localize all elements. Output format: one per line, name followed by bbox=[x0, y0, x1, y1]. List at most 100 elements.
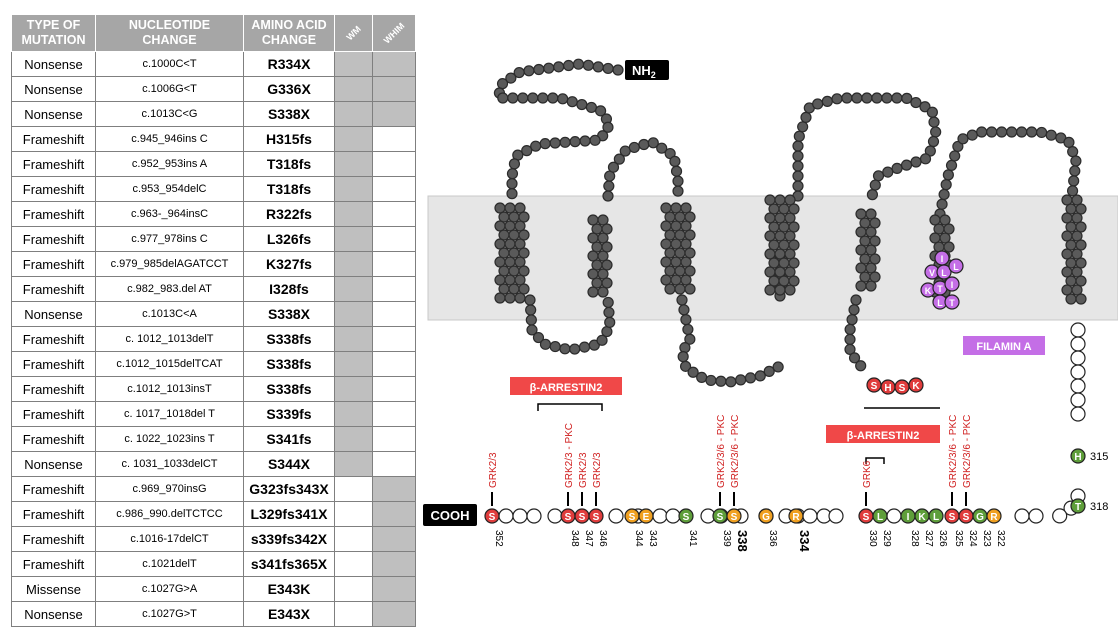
backbone-residue bbox=[848, 304, 860, 316]
residue-letter-341: S bbox=[683, 512, 690, 523]
shk-letter: S bbox=[871, 381, 878, 392]
helix-residue bbox=[680, 220, 692, 232]
residue-letter-315: H bbox=[1074, 452, 1081, 463]
backbone-residue bbox=[539, 138, 551, 150]
c-tail-residue bbox=[652, 508, 668, 524]
residue-letter-338: S bbox=[731, 512, 738, 523]
cell-mutation-type: Frameshift bbox=[11, 126, 96, 152]
backbone-residue bbox=[576, 98, 588, 111]
backbone-residue bbox=[497, 92, 509, 104]
backbone-residue bbox=[812, 98, 824, 110]
residue-letter-330: S bbox=[863, 512, 870, 523]
cell-amino-acid-change: T318fs bbox=[243, 151, 335, 177]
backbone-residue bbox=[517, 92, 529, 104]
c-tail-residue bbox=[512, 508, 528, 524]
residue-letter-322: R bbox=[990, 512, 998, 523]
helix-residue bbox=[939, 214, 951, 226]
backbone-residue bbox=[891, 162, 903, 174]
helix-residue bbox=[865, 226, 877, 238]
cell-nucleotide-change: c.1016-17delCT bbox=[95, 526, 244, 552]
backbone-residue bbox=[844, 343, 856, 356]
backbone-residue bbox=[603, 180, 615, 192]
residue-letter-325: S bbox=[949, 512, 956, 523]
helix-residue bbox=[518, 283, 530, 295]
helix-residue bbox=[1071, 230, 1083, 242]
helix-residue bbox=[514, 238, 526, 250]
helix-residue bbox=[1071, 284, 1083, 296]
residue-number-352: 352 bbox=[493, 530, 504, 547]
cell-amino-acid-change: s339fs342X bbox=[243, 526, 335, 552]
backbone-residue bbox=[678, 304, 690, 316]
backbone-residue bbox=[679, 360, 692, 372]
helix-residue bbox=[680, 274, 692, 286]
backbone-residue bbox=[792, 170, 804, 182]
backbone-residue bbox=[901, 92, 913, 104]
filamin-residue bbox=[936, 264, 952, 280]
cell-whim-flag bbox=[372, 51, 416, 77]
backbone-residue bbox=[557, 93, 569, 105]
residue-number-344: 344 bbox=[633, 530, 644, 547]
helix-residue bbox=[494, 292, 506, 304]
cell-mutation-type: Frameshift bbox=[11, 526, 96, 552]
backbone-residue bbox=[585, 101, 598, 114]
helix-residue bbox=[865, 208, 877, 220]
helix-residue bbox=[1075, 257, 1087, 269]
residue-number-336: 336 bbox=[767, 530, 778, 547]
backbone-residue bbox=[543, 62, 555, 74]
cell-whim-flag bbox=[372, 576, 416, 602]
cell-amino-acid-change: G336X bbox=[243, 76, 335, 102]
kinase-label-324: GRK2/3/6 - PKC bbox=[962, 415, 973, 488]
cell-nucleotide-change: c.979_985delAGATCCT bbox=[95, 251, 244, 277]
cell-nucleotide-change: c.1006G<T bbox=[95, 76, 244, 102]
cell-amino-acid-change: S338X bbox=[243, 101, 335, 127]
backbone-residue bbox=[986, 126, 998, 138]
residue-letter-336: G bbox=[762, 512, 770, 523]
residue-341 bbox=[678, 508, 694, 524]
backbone-residue bbox=[861, 92, 873, 104]
cxcr4-topology-diagram: NH2 COOH FILAMIN A β-ARRESTIN2 β-ARRESTI… bbox=[423, 58, 1118, 552]
cell-nucleotide-change: c. 1017_1018del T bbox=[95, 401, 244, 427]
helix-residue bbox=[943, 241, 955, 253]
backbone-residue bbox=[851, 92, 863, 104]
backbone-residue bbox=[582, 59, 594, 71]
backbone-residue bbox=[676, 294, 688, 306]
backbone-residue bbox=[569, 343, 581, 355]
helix-residue bbox=[784, 230, 796, 242]
backbone-residue bbox=[846, 314, 858, 326]
backbone-residue bbox=[578, 341, 591, 353]
header-wm: WM bbox=[334, 14, 373, 52]
backbone-residue bbox=[919, 101, 931, 113]
helix-residue bbox=[514, 220, 526, 232]
backbone-residue bbox=[533, 63, 545, 76]
backbone-residue bbox=[891, 92, 903, 104]
cell-whim-flag bbox=[372, 601, 416, 627]
filamin-residue bbox=[944, 276, 960, 292]
cell-mutation-type: Frameshift bbox=[11, 326, 96, 352]
kinase-label-352: GRK2/3 bbox=[488, 452, 499, 488]
cell-whim-flag bbox=[372, 351, 416, 377]
helix-residue bbox=[1075, 203, 1087, 215]
backbone-residue bbox=[532, 331, 545, 344]
backbone-residue bbox=[952, 140, 964, 153]
cell-nucleotide-change: c.1000C<T bbox=[95, 51, 244, 77]
c-tail-residue bbox=[547, 508, 563, 524]
kinase-label-347: GRK2/3 bbox=[578, 452, 589, 488]
helix-residue bbox=[514, 256, 526, 268]
helix-residue bbox=[943, 223, 955, 235]
backbone-residue bbox=[549, 340, 561, 353]
cell-nucleotide-change: c.1021delT bbox=[95, 551, 244, 577]
backbone-residue bbox=[881, 92, 893, 104]
helix-residue bbox=[1065, 293, 1077, 305]
backbone-residue bbox=[927, 135, 940, 148]
